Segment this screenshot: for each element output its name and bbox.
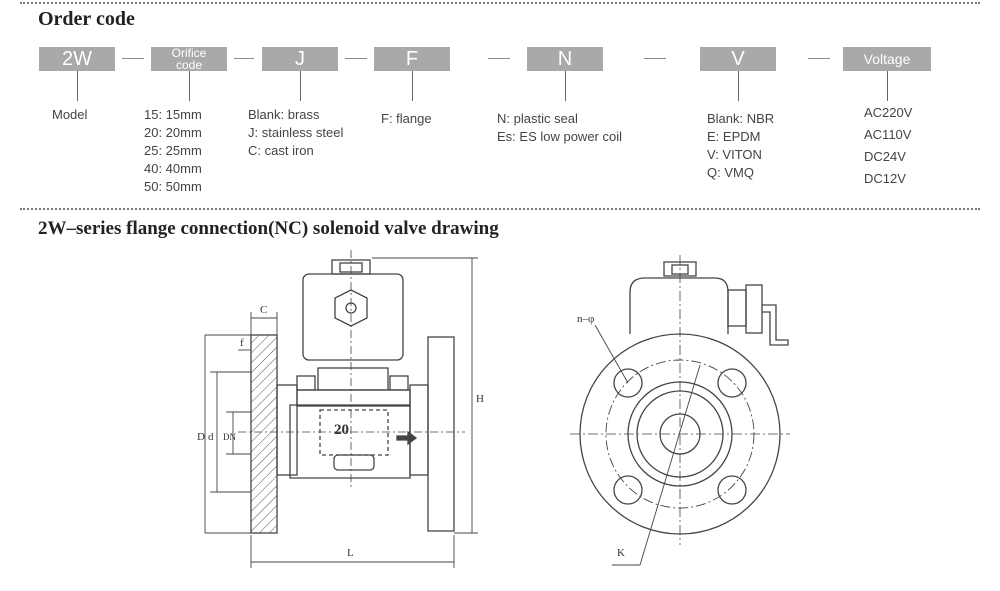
dim-K-line xyxy=(639,364,701,566)
code-box-orifice-line1: Orifice xyxy=(171,46,207,60)
code-box-model: 2W xyxy=(39,47,115,71)
middle-separator xyxy=(20,208,980,210)
side-dim-labels: C f D d DN H L xyxy=(197,304,484,559)
bolt-hole xyxy=(613,475,643,505)
dim-label-n-phi: n–φ xyxy=(577,313,594,325)
code-box-seal-material: V xyxy=(700,47,776,71)
code-box-body: J xyxy=(262,47,338,71)
orifice-option: 40: 40mm xyxy=(144,161,202,176)
voltage-option: DC12V xyxy=(864,171,906,186)
orifice-option: 25: 25mm xyxy=(144,143,202,158)
connector-clip-icon xyxy=(762,304,789,346)
dim-label-H: H xyxy=(476,393,484,405)
code-dash xyxy=(234,58,254,59)
connector-line xyxy=(887,71,888,101)
code-box-seal: N xyxy=(527,47,603,71)
coil xyxy=(302,273,404,361)
connector-line xyxy=(300,71,301,101)
orifice-options: 15: 15mm 20: 20mm 25: 25mm 40: 40mm 50: … xyxy=(144,106,202,196)
seal-material-option: E: EPDM xyxy=(707,129,761,144)
body-options: Blank: brass J: stainless steel C: cast … xyxy=(248,106,343,160)
connector-line xyxy=(189,71,190,101)
bonnet xyxy=(296,389,411,407)
code-dash xyxy=(488,58,510,59)
drawing-heading: 2W–series flange connection(NC) solenoid… xyxy=(38,218,499,239)
voltage-option: AC110V xyxy=(864,127,912,142)
body-option: C: cast iron xyxy=(248,143,314,158)
flow-arrow-icon xyxy=(396,430,418,446)
right-flange xyxy=(427,336,455,532)
valve-body xyxy=(289,404,411,479)
left-neck xyxy=(276,384,298,476)
connector-line xyxy=(77,71,78,101)
seal-material-option: V: VITON xyxy=(707,147,762,162)
body-option: J: stainless steel xyxy=(248,125,344,140)
model-description: Model xyxy=(52,107,88,122)
seal-material-option: Blank: NBR xyxy=(707,111,775,126)
code-box-orifice-line2: code xyxy=(175,58,203,72)
valve-body-cavity xyxy=(319,409,389,456)
seal-option: N: plastic seal xyxy=(497,111,578,126)
voltage-option: DC24V xyxy=(864,149,906,164)
seal-options: N: plastic seal Es: ES low power coil xyxy=(497,110,622,146)
seal-material-option: Q: VMQ xyxy=(707,165,754,180)
side-dimensions xyxy=(204,257,478,568)
body-size-label: 20 xyxy=(334,422,349,438)
front-view xyxy=(570,255,790,566)
bolt-left xyxy=(296,375,316,391)
seal-material-options: Blank: NBR E: EPDM V: VITON Q: VMQ xyxy=(707,110,774,182)
code-dash xyxy=(644,58,666,59)
bonnet-neck xyxy=(317,367,389,391)
coil-front xyxy=(629,277,729,334)
connection-options: F: flange xyxy=(381,110,432,128)
bolt-right xyxy=(389,375,409,391)
code-box-connection: F xyxy=(374,47,450,71)
orifice-option: 20: 20mm xyxy=(144,125,202,140)
connector-box xyxy=(727,289,747,327)
connector-line xyxy=(738,71,739,101)
voltage-options: AC220V AC110V DC24V DC12V xyxy=(864,102,912,190)
bolt-hole xyxy=(717,475,747,505)
order-code-heading: Order code xyxy=(38,8,135,30)
dim-label-c: C xyxy=(260,304,267,316)
n-phi-leader xyxy=(594,324,629,384)
valve-body-bottom xyxy=(333,454,375,471)
connector-line xyxy=(412,71,413,101)
voltage-option: AC220V xyxy=(864,105,913,120)
code-dash xyxy=(122,58,144,59)
code-dash xyxy=(808,58,830,59)
connector-line xyxy=(565,71,566,101)
code-box-orifice: Orifice code xyxy=(151,47,227,71)
left-flange xyxy=(250,334,278,534)
connection-option: F: flange xyxy=(381,111,432,126)
dim-label-D: D xyxy=(197,431,205,443)
bolt-hole xyxy=(613,368,643,398)
orifice-option: 15: 15mm xyxy=(144,107,202,122)
body-option: Blank: brass xyxy=(248,107,320,122)
right-neck xyxy=(409,384,429,476)
seal-option: Es: ES low power coil xyxy=(497,129,622,144)
bolt-hole xyxy=(717,368,747,398)
top-separator xyxy=(20,2,980,4)
dim-label-L: L xyxy=(347,547,354,559)
side-view xyxy=(238,250,465,534)
code-box-voltage: Voltage xyxy=(843,47,931,71)
dim-label-d: d xyxy=(208,431,214,443)
connector-plug xyxy=(745,284,763,334)
front-dim-labels: n–φ K xyxy=(577,313,625,559)
dim-label-f: f xyxy=(240,337,244,349)
dim-label-DN: DN xyxy=(223,432,236,442)
orifice-option: 50: 50mm xyxy=(144,179,202,194)
code-dash xyxy=(345,58,367,59)
dim-label-K: K xyxy=(617,547,625,559)
